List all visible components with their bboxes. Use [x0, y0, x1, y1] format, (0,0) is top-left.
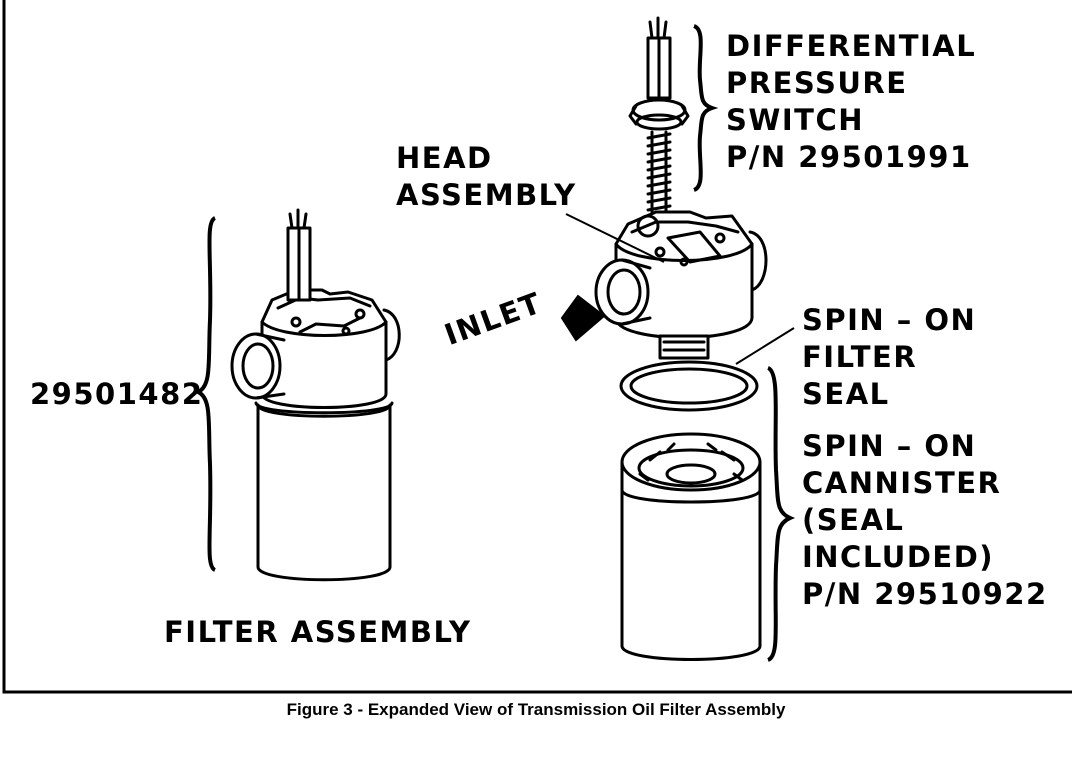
head-label-line-2: ASSEMBLY [396, 178, 577, 212]
cannister-part-number: P/N 29510922 [802, 577, 1048, 611]
assembled-oil-filter-icon [230, 208, 401, 582]
arrow-right-icon [560, 294, 606, 342]
head-label-line-1: HEAD [396, 141, 493, 175]
cannister-label-line-1: SPIN – ON [802, 429, 977, 463]
switch-label-line-3: SWITCH [726, 103, 864, 137]
differential-pressure-switch-label: DIFFERENTIAL PRESSURE SWITCH P/N 2950199… [726, 28, 976, 176]
switch-label-line-2: PRESSURE [726, 66, 908, 100]
cannister-label-line-2: CANNISTER [802, 466, 1002, 500]
filter-assembly-part-number: 29501482 [30, 377, 204, 411]
figure-caption: Figure 3 - Expanded View of Transmission… [286, 700, 786, 719]
figure-frame [2, 0, 1072, 694]
head-assembly-label: HEAD ASSEMBLY [396, 140, 577, 214]
cannister-label-line-4: INCLUDED) [802, 540, 995, 574]
filter-assembly-brace [192, 216, 217, 572]
spin-on-filter-seal-label: SPIN – ON FILTER SEAL [802, 302, 976, 413]
cannister-label-line-3: (SEAL [802, 503, 905, 537]
pressure-switch-icon [628, 16, 690, 226]
seal-label-line-1: SPIN – ON [802, 303, 977, 337]
filter-assembly-title: FILTER ASSEMBLY [164, 615, 472, 649]
spin-on-cannister-icon [620, 432, 762, 661]
pressure-switch-brace [692, 24, 719, 192]
spin-on-cannister-label: SPIN – ON CANNISTER (SEAL INCLUDED) P/N … [802, 428, 1048, 613]
head-assembly-leader [565, 213, 665, 263]
head-assembly-icon [594, 210, 768, 360]
seal-label-line-3: SEAL [802, 377, 890, 411]
seal-ring-icon [619, 360, 759, 412]
switch-label-line-1: DIFFERENTIAL [726, 29, 977, 63]
seal-leader [735, 327, 795, 365]
switch-part-number: P/N 29501991 [726, 140, 972, 174]
cannister-brace [766, 366, 796, 662]
seal-label-line-2: FILTER [802, 340, 918, 374]
